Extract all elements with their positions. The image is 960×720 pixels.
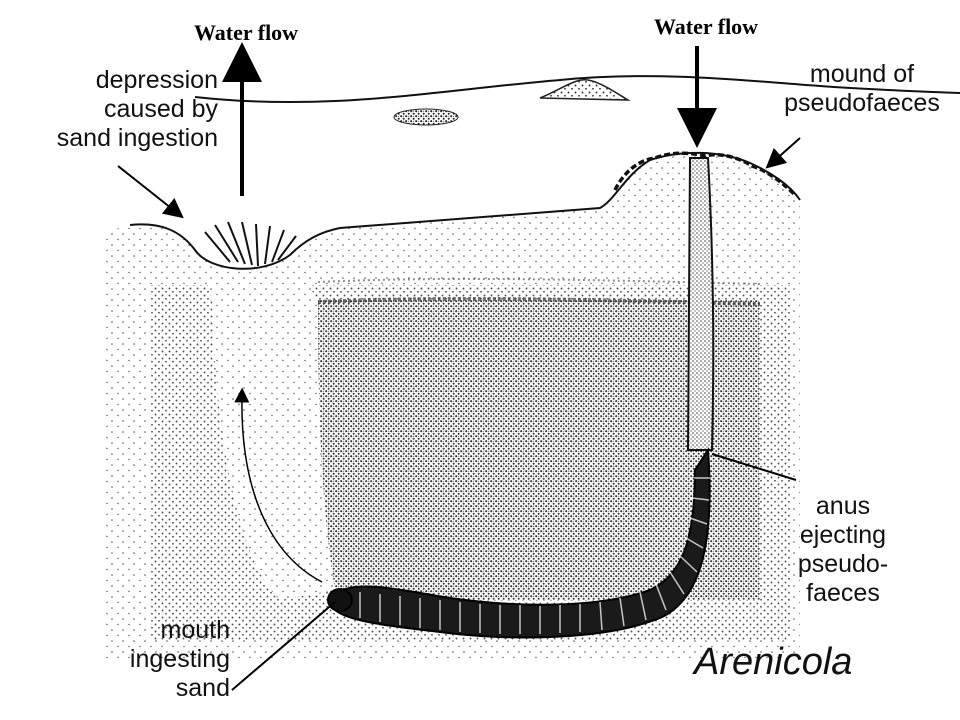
depression-leader — [117, 165, 184, 219]
worm-head — [327, 588, 353, 612]
depression-label: depression caused by sand ingestion — [10, 66, 218, 153]
sediment-core — [315, 300, 760, 600]
water-surface-line — [194, 75, 960, 104]
anus-label-line: faeces — [806, 579, 880, 607]
worm-segments — [359, 477, 710, 634]
surface-depression — [393, 108, 459, 126]
tail-shaft — [686, 157, 715, 451]
mouth-label-line: mouth — [160, 616, 230, 644]
sand-movement-arrow — [234, 387, 323, 583]
anus-label-line: ejecting — [799, 521, 887, 549]
anus-label: anus ejecting pseudo- faeces — [788, 492, 898, 608]
depression-label-line: sand ingestion — [56, 124, 218, 152]
mouth-leader — [231, 601, 336, 691]
depression-label-line: caused by — [104, 95, 218, 123]
mound-label-line: mound of — [809, 60, 915, 88]
surface-mound — [539, 79, 631, 101]
worm-body — [333, 446, 711, 639]
water-flow-left-label: Water flow — [194, 20, 299, 45]
mouth-label-line: sand — [175, 674, 230, 702]
mouth-label-line: ingesting — [129, 645, 230, 673]
sediment-layer-line-upper — [317, 277, 761, 285]
mound-leader — [765, 137, 801, 169]
anus-leader — [711, 453, 797, 481]
anus-label-line: pseudo- — [797, 550, 889, 578]
water-flow-right-label: Water flow — [654, 14, 759, 39]
mound-outline — [613, 151, 797, 197]
depression-streaks — [204, 221, 297, 267]
mouth-label: mouth ingesting sand — [100, 616, 230, 703]
species-name: Arenicola — [694, 641, 853, 683]
mound-label: mound of pseudofaeces — [768, 60, 956, 118]
anus-label-line: anus — [815, 492, 871, 520]
depression-label-line: depression — [95, 66, 218, 94]
mound-label-line: pseudofaeces — [784, 89, 940, 117]
ingestion-shaft — [200, 255, 335, 600]
